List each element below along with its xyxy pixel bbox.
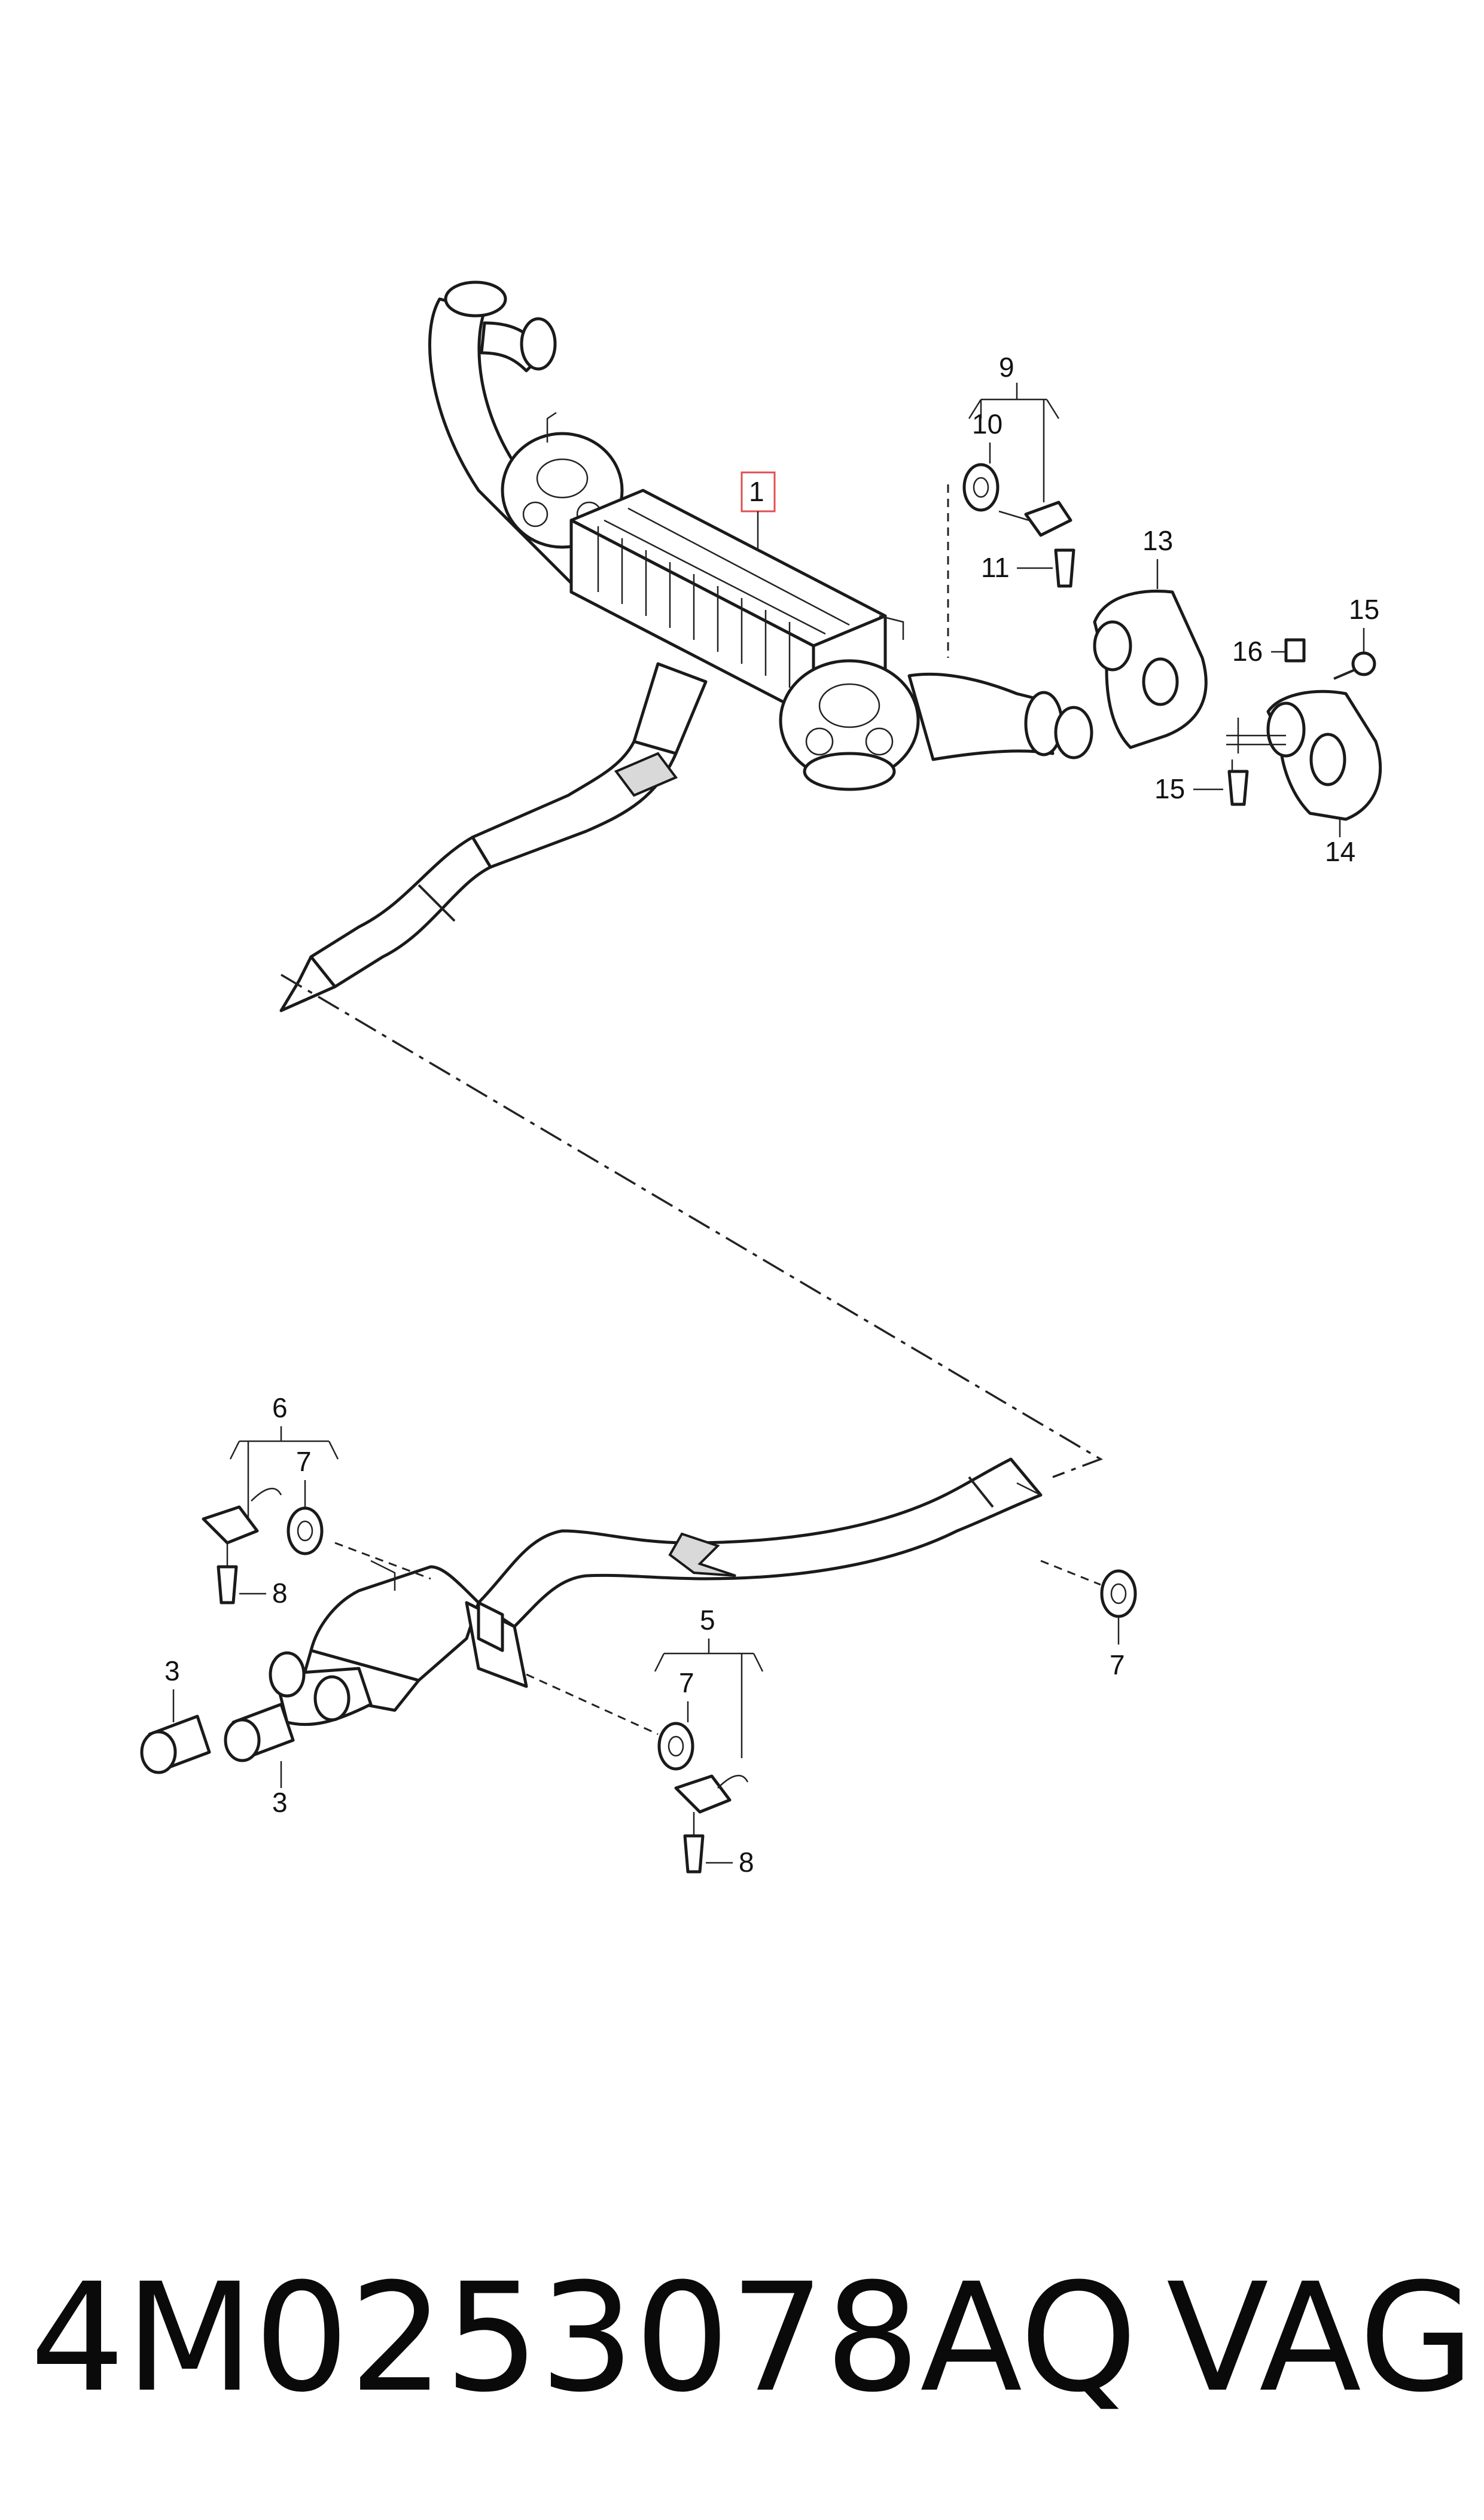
callout-11: 11 [981,552,1010,583]
clamps-3: 3 3 [140,1655,295,1818]
hanger-bracket [1024,501,1072,537]
callout-13: 13 [1142,525,1173,556]
callout-10: 10 [972,408,1002,440]
rubber-mount [962,463,1000,512]
bolt-15 [1227,770,1249,806]
callout-6: 6 [272,1392,288,1423]
callout-15: 15 [1349,594,1379,625]
hanger-group-6: 6 7 8 [202,1392,431,1609]
callout-16: 16 [1232,636,1263,667]
rubber-mount [1100,1569,1137,1618]
tailpipe-trim-13: 13 [1093,525,1208,749]
hanger-group-5: 5 7 8 [526,1604,764,1878]
callout-8b: 8 [739,1847,754,1878]
callout-7a: 7 [296,1446,312,1477]
bolt [1054,548,1075,588]
callout-15b: 15 [1154,773,1185,804]
callout-8a: 8 [272,1578,288,1609]
footer: 4M0253078AQ VAG [30,2249,1474,2428]
rubber-mount [287,1506,324,1555]
brand-label: VAG [1166,2251,1475,2425]
mount-7-right: 7 [1040,1560,1137,1680]
tailpipe-trim-14: 16 15 15 14 [1154,594,1382,867]
bolt-8 [217,1565,238,1604]
callout-5: 5 [700,1604,715,1636]
callout-3b: 3 [272,1787,288,1818]
callout-14: 14 [1325,836,1355,867]
callout-1: 1 [749,476,764,507]
callout-7c: 7 [1110,1649,1125,1680]
callout-7b: 7 [679,1667,694,1698]
bolt-8b [683,1834,705,1874]
callout-9: 9 [999,352,1014,383]
clip [1284,638,1306,663]
rubber-mount [657,1722,694,1771]
hanger-group-9: 9 10 11 [947,352,1075,658]
rear-silencer [279,280,1093,1012]
callout-3a: 3 [164,1655,180,1686]
connection-line [281,974,1104,1478]
part-number: 4M0253078AQ [30,2251,1138,2425]
middle-pipe [269,1457,1043,1726]
